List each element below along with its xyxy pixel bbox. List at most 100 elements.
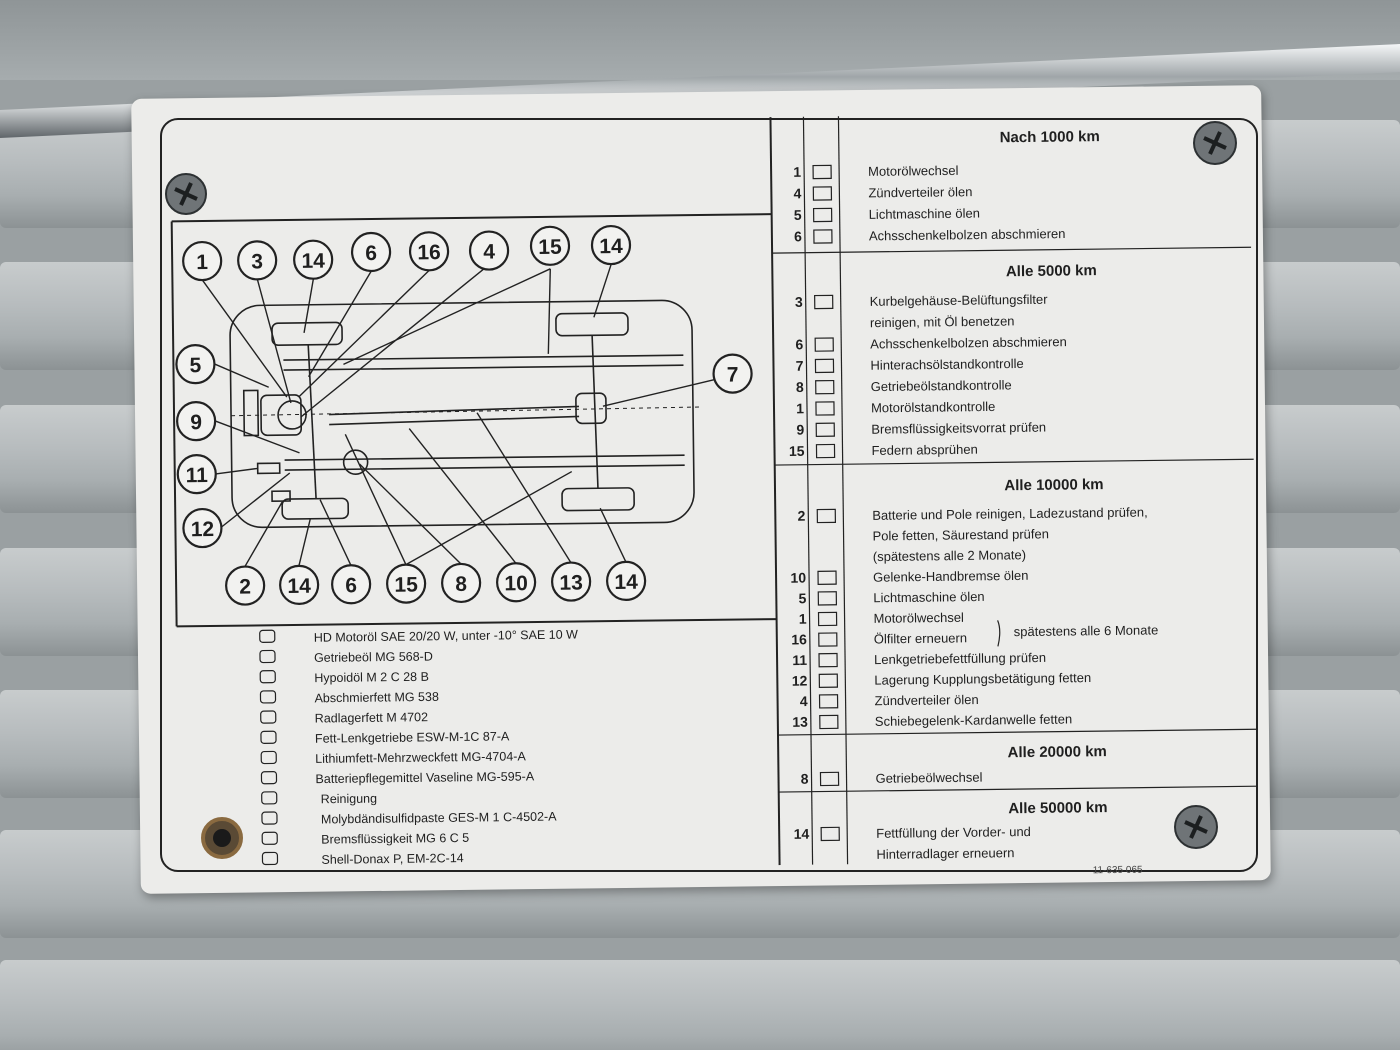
callout-marker: 14 [606,560,647,602]
callout-marker: 3 [237,240,278,281]
legend-item: Radlagerfett M 4702 [260,710,428,726]
rear-wheel-left [555,312,629,337]
lubricant-symbol-icon [261,811,278,825]
legend-item: Lithiumfett-Mehrzweckfett MG-4704-A [260,749,526,766]
service-point-number: 1 [796,400,804,416]
callout-marker: 7 [712,353,753,394]
service-point-number: 1 [793,164,801,180]
service-task: Gelenke-Handbremse ölen [873,568,1029,585]
card-frame [160,118,1258,872]
screw-icon [165,173,207,215]
callout-number: 15 [394,573,418,596]
callout-number: 4 [483,240,495,263]
callout-marker: 9 [176,401,217,442]
legend-text: Fett-Lenkgetriebe ESW-M-1C 87-A [315,729,510,745]
callout-number: 9 [190,411,202,434]
service-task: Kurbelgehäuse-Belüftungsfilter [870,292,1049,309]
interval-header: Nach 1000 km [1000,128,1100,146]
schedule-row: 9 Bremsflüssigkeitsvorrat prüfen [796,420,1046,438]
service-point-number: 11 [792,652,807,668]
schedule-row: 4 Zündverteiler ölen [793,184,972,201]
callout-marker: 2 [225,565,266,606]
lubricant-symbol-icon [260,771,278,785]
service-point-number: 3 [795,294,803,310]
callout-marker: 4 [468,230,510,271]
callout-marker: 12 [182,507,223,549]
service-task: Getriebeölwechsel [875,770,982,786]
screw-icon [1193,121,1237,165]
lubricant-symbol-icon [261,831,278,845]
service-task: Federn absprühen [871,442,977,458]
lubricant-symbol-icon [259,690,277,704]
callout-marker: 6 [331,564,372,605]
rear-wheel-right [561,487,635,512]
legend-item: Molybdändisulfidpaste GES-M 1 C-4502-A [261,810,557,826]
legend-item: Fett-Lenkgetriebe ESW-M-1C 87-A [260,729,510,746]
service-point-number: 4 [793,185,801,201]
service-task: Lichtmaschine ölen [869,206,980,222]
interval-header: Alle 20000 km [1008,743,1107,761]
callout-number: 1 [196,251,208,274]
callout-marker: 14 [590,224,632,266]
legend-item: Shell-Donax P, EM-2C-14 [261,851,464,867]
schedule-row: 6 Achsschenkelbolzen abschmieren [795,334,1067,352]
callout-number: 6 [365,242,377,265]
callout-number: 14 [287,575,311,598]
panel-rib [0,960,1400,1050]
legend-text: Batteriepflegemittel Vaseline MG-595-A [315,769,534,786]
car-chassis-diagram [229,299,699,529]
service-task: Zündverteiler ölen [868,184,972,200]
callout-number: 10 [504,572,528,595]
service-point-number: 9 [796,422,804,438]
callout-number: 3 [251,250,263,273]
service-task: Hinterradlager erneuern [876,845,1014,862]
service-task: Bremsflüssigkeitsvorrat prüfen [871,420,1046,437]
screw-icon [1174,805,1218,849]
lubricant-legend: HD Motoröl SAE 20/20 W, unter -10° SAE 1… [259,628,578,867]
service-point-number: 2 [797,508,805,524]
service-point-number: 6 [795,336,803,352]
callout-number: 14 [614,571,638,594]
interval-header: Alle 10000 km [1004,476,1103,494]
service-point-number: 5 [798,590,806,606]
legend-item: Reinigung [261,791,377,806]
service-task: Achsschenkelbolzen abschmieren [870,334,1067,351]
callout-number: 15 [538,236,562,259]
callout-marker: 6 [350,231,392,273]
lubricant-symbol-icon [260,730,277,744]
schedule-row: 3 Kurbelgehäuse-Belüftungsfilter [795,292,1049,310]
callout-number: 2 [239,575,251,598]
service-point-number: 7 [796,358,804,374]
service-point-number: 12 [792,673,808,689]
service-task: Hinterachsölstandkontrolle [870,356,1023,373]
schedule-row: 7 Hinterachsölstandkontrolle [796,356,1024,374]
schedule-row: Hinterradlager erneuern [876,845,1014,862]
service-task: (spätestens alle 2 Monate) [873,547,1026,564]
legend-item: Getriebeöl MG 568-D [259,649,433,665]
legend-text: Getriebeöl MG 568-D [314,649,433,664]
lubricant-symbol-icon [260,750,277,765]
service-point-number: 15 [789,443,805,459]
callout-marker: 10 [496,562,537,603]
callout-number: 5 [189,354,201,377]
interval-header: Alle 50000 km [1008,799,1107,817]
callout-number: 8 [455,573,467,596]
callout-number: 11 [186,464,209,487]
lubricant-symbol-icon [261,791,278,805]
callout-number: 13 [559,571,583,594]
callout-number: 7 [727,364,739,387]
service-task: Schiebegelenk-Kardanwelle fetten [875,711,1072,728]
service-task: Fettfüllung der Vorder- und [876,824,1031,841]
callout-marker: 16 [408,231,450,272]
front-wheel-left [271,321,343,346]
service-task: Getriebeölstandkontrolle [871,377,1012,394]
service-point-number: 8 [796,379,804,395]
